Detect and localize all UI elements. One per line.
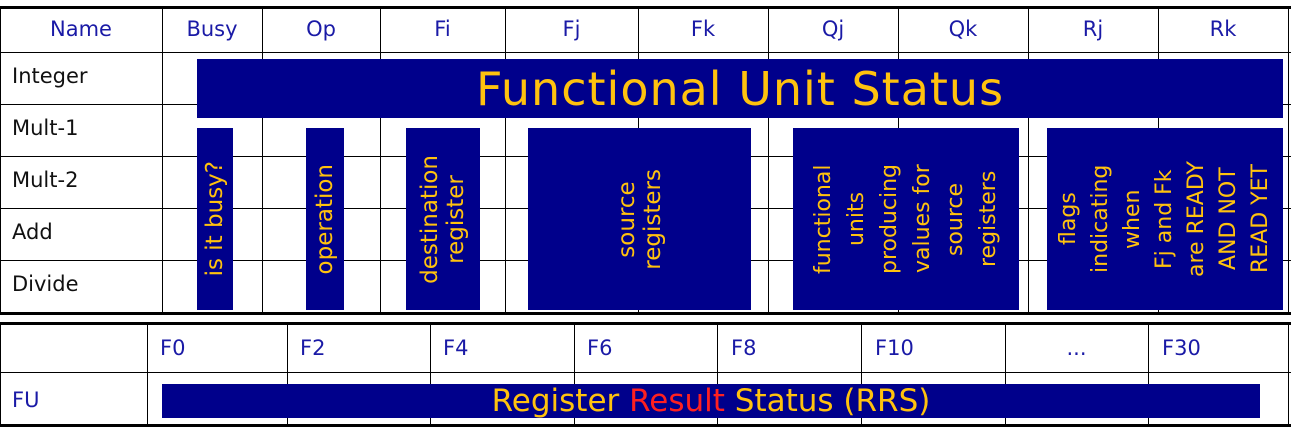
rrs-header-f10: F10 [875,336,914,360]
rrs-column-divider [1148,322,1149,424]
row-label-integer: Integer [12,64,88,88]
callout-line: register [443,174,469,264]
rrs-column-divider [147,322,148,424]
callout-line: indicating [1088,164,1113,274]
header-fk: Fk [690,17,716,41]
header-busy: Busy [186,17,238,41]
header-qj: Qj [821,17,845,41]
callout-line: source [613,180,640,258]
row-label-divide: Divide [12,272,79,296]
rrs-header-f6: F6 [587,336,613,360]
header-fi: Fi [434,17,451,41]
rrs-top-border [0,322,1291,325]
row-label-mult2: Mult-2 [12,168,79,192]
rrs-column-divider [574,322,575,424]
rrs-row-label-fu: FU [12,388,40,412]
rrs-banner: Register Result Status (RRS) [162,384,1260,418]
rrs-header-f4: F4 [443,336,469,360]
column-divider [768,6,769,312]
rrs-column-divider [430,322,431,424]
callout-line: registers [639,168,666,270]
row-label-mult1: Mult-1 [12,116,79,140]
callout-src: source registers [528,128,751,310]
table-left-border [0,6,1,312]
rrs-banner-title: Register Result Status (RRS) [492,384,931,418]
callout-dest-text: destination register [417,155,469,284]
callout-line: units [844,191,869,247]
rrs-column-divider [861,322,862,424]
callout-line: AND NOT [1216,167,1241,271]
callout-flags: flags indicating when Fj and Fk are READ… [1047,128,1283,310]
callout-flags-text: flags indicating when Fj and Fk are READ… [1053,161,1277,277]
rrs-header-f0: F0 [160,336,186,360]
callout-line: when [1120,189,1145,249]
header-divider [0,52,1291,53]
header-rj: Rj [1082,17,1104,41]
table-top-border [0,6,1291,9]
header-op: Op [306,17,336,41]
rrs-column-divider [1005,322,1006,424]
header-fj: Fj [562,17,581,41]
column-divider [162,6,163,312]
rrs-column-divider [287,322,288,424]
rrs-header-divider [0,372,1291,373]
column-divider [380,6,381,312]
callout-line: Fj and Fk [1152,169,1177,269]
callout-dest: destination register [406,128,480,310]
callout-op-text: operation [312,163,338,275]
column-divider [262,6,263,312]
callout-line: values for [910,164,935,274]
callout-line: destination [417,154,443,284]
header-qk: Qk [948,17,978,41]
rrs-header-f8: F8 [731,336,757,360]
callout-line: functional [811,164,836,274]
callout-busy: is it busy? [197,128,233,310]
functional-unit-status-banner: Functional Unit Status [197,59,1283,118]
header-name: Name [50,17,112,41]
rrs-left-border [0,322,1,424]
callout-line: producing [877,163,902,274]
table-right-border [1288,6,1289,312]
row-label-add: Add [12,220,53,244]
column-divider [505,6,506,312]
callout-line: flags [1056,192,1081,246]
callout-op: operation [306,128,344,310]
column-divider [1028,6,1029,312]
rrs-bottom-border [0,424,1291,427]
rrs-header-f2: F2 [300,336,326,360]
callout-line: are READY [1184,161,1209,277]
callout-fu-text: functional units producing values for so… [807,164,1005,274]
rrs-header-ellipsis: ... [1066,336,1087,360]
callout-line: READ YET [1248,164,1273,274]
callout-src-text: source registers [614,169,666,270]
rrs-right-border [1288,322,1289,424]
banner-title: Functional Unit Status [475,61,1005,116]
callout-line: source [943,182,968,256]
rrs-banner-part1: Register [491,384,630,418]
callout-fu: functional units producing values for so… [793,128,1019,310]
header-rk: Rk [1209,17,1237,41]
table-bottom-border [0,312,1291,315]
rrs-banner-part2: Result [629,384,725,418]
callout-line: registers [976,170,1001,268]
rrs-header-f30: F30 [1162,336,1201,360]
rrs-column-divider [717,322,718,424]
rrs-banner-part3: Status (RRS) [724,384,931,418]
callout-busy-text: is it busy? [202,161,228,277]
